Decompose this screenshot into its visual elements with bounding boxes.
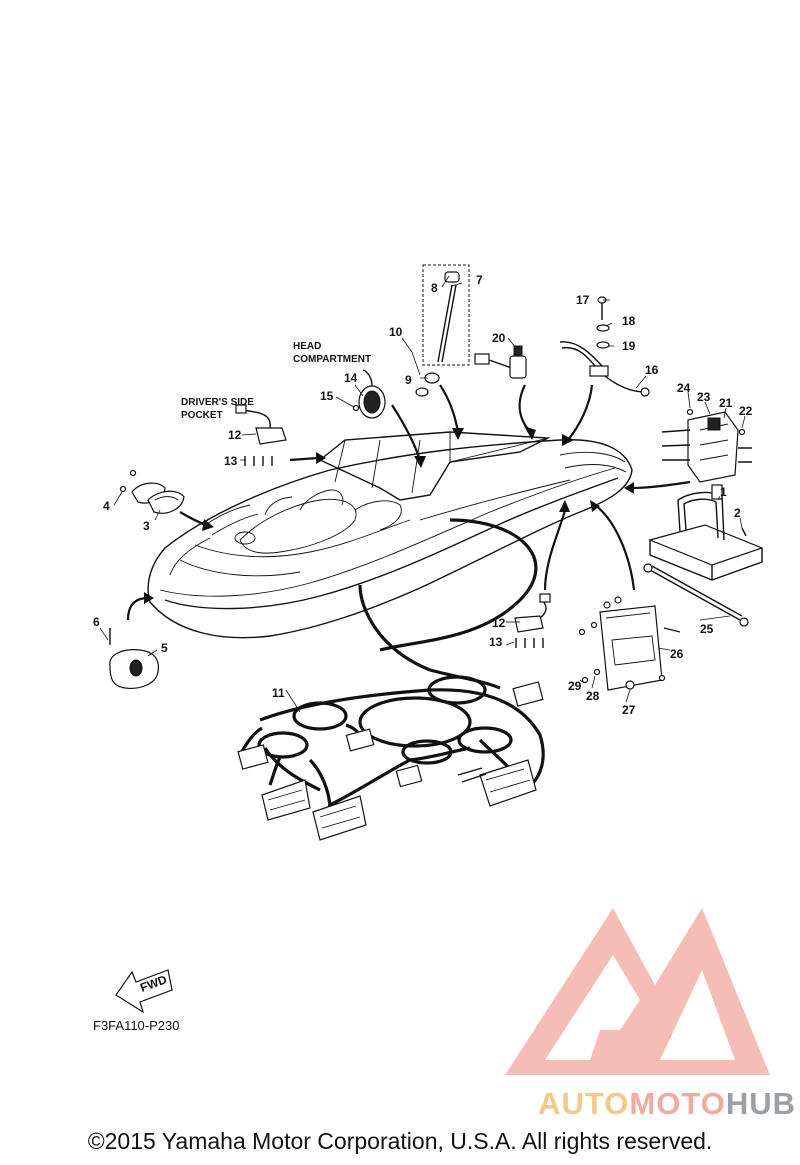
part-25-cable — [643, 563, 749, 627]
part-12-light-lower — [514, 593, 551, 648]
head-compartment-caption-line1: HEAD — [293, 341, 321, 352]
part-14-light — [352, 369, 386, 419]
part-11-harness — [238, 518, 545, 811]
fwd-arrow-icon — [115, 969, 173, 1014]
part-number-25: 25 — [700, 622, 714, 636]
part-number-8: 8 — [431, 281, 438, 295]
pocket-caption-line2: POCKET — [181, 410, 223, 421]
part-12-light-upper — [235, 404, 287, 466]
part-number-13-lower: 13 — [489, 635, 503, 649]
part-5-cover — [109, 628, 160, 689]
part-16-cable — [559, 296, 650, 397]
part-number-9: 9 — [405, 373, 412, 387]
reference-code: F3FA110-P230 — [93, 1018, 179, 1033]
part-number-2: 2 — [734, 506, 741, 520]
watermark-text-part-a: AUTO — [538, 1086, 630, 1121]
watermark-text-part-c: HUB — [725, 1086, 796, 1121]
harness-connectors — [237, 681, 544, 841]
part-number-15: 15 — [320, 389, 334, 403]
part-number-14: 14 — [344, 371, 358, 385]
part-number-5: 5 — [161, 641, 168, 655]
part-21-bracket — [661, 408, 752, 483]
part-number-3: 3 — [143, 519, 150, 533]
part-number-4: 4 — [103, 499, 110, 513]
part-number-11: 11 — [272, 686, 285, 700]
watermark-logo-icon — [505, 908, 770, 1075]
assembly-arrows — [126, 384, 691, 621]
watermark-text: AUTOMOTOHUB — [468, 1086, 796, 1122]
part-7-assembly — [415, 264, 470, 397]
part-number-6: 6 — [93, 615, 100, 629]
part-number-20: 20 — [492, 331, 506, 345]
part-number-23: 23 — [697, 390, 711, 404]
pocket-caption-line1: DRIVER'S SIDE — [181, 397, 254, 408]
copyright-notice: ©2015 Yamaha Motor Corporation, U.S.A. A… — [87, 1128, 713, 1154]
part-number-1: 1 — [720, 485, 727, 499]
part-number-10: 10 — [389, 325, 403, 339]
part-number-24: 24 — [677, 381, 691, 395]
part-20-sensor — [474, 345, 527, 379]
leader-lines — [99, 275, 746, 713]
part-number-28: 28 — [586, 689, 600, 703]
part-number-29: 29 — [568, 679, 582, 693]
part-number-22: 22 — [739, 404, 753, 418]
part-26-module — [578, 596, 681, 691]
part-number-26: 26 — [670, 647, 684, 661]
part-number-18: 18 — [622, 314, 636, 328]
boat-hull — [147, 431, 633, 639]
part-number-12-upper: 12 — [228, 428, 242, 442]
watermark-text-part-b: MOTO — [629, 1086, 726, 1121]
part-1-battery-box — [648, 484, 764, 581]
head-compartment-caption-line2: COMPARTMENT — [293, 354, 371, 365]
part-number-7: 7 — [476, 273, 483, 287]
part-number-19: 19 — [622, 339, 636, 353]
part-number-16: 16 — [645, 363, 659, 377]
part-number-12-lower: 12 — [492, 616, 506, 630]
part-number-13-upper: 13 — [224, 454, 238, 468]
part-number-labels: 7 8 10 9 20 17 18 19 16 14 15 12 13 4 3 … — [93, 273, 753, 717]
part-number-21: 21 — [719, 396, 733, 410]
part-number-17: 17 — [576, 293, 590, 307]
part-3-grille — [119, 469, 185, 514]
part-number-27: 27 — [622, 703, 636, 717]
